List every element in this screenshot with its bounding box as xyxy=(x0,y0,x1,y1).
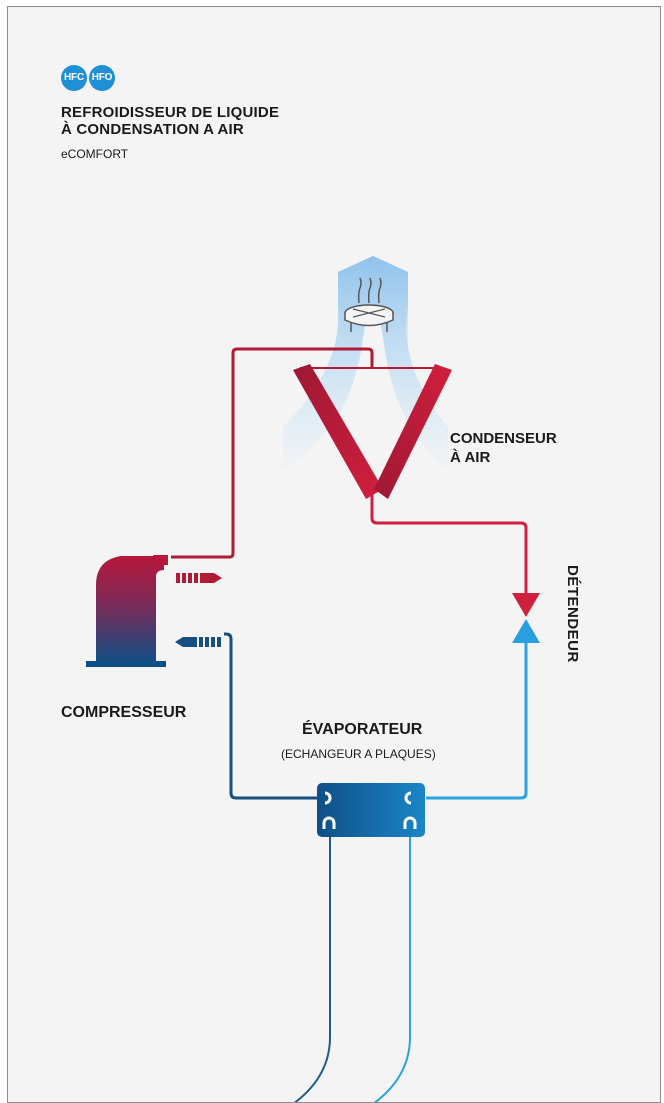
label-condenseur-line-2: À AIR xyxy=(450,449,491,466)
expansion-valve-icon xyxy=(512,593,540,643)
badge-hfc: HFC xyxy=(61,65,87,91)
label-evaporateur: ÉVAPORATEUR xyxy=(302,721,423,738)
label-compresseur: COMPRESSEUR xyxy=(61,704,187,721)
title-line-2: À CONDENSATION A AIR xyxy=(61,121,244,138)
suction-pipe xyxy=(224,632,322,800)
fan-icon xyxy=(344,277,394,332)
low-pressure-pipe xyxy=(426,643,528,800)
diagram-title: REFROIDISSEUR DE LIQUIDE À CONDENSATION … xyxy=(61,104,279,138)
water-inlet-pipe xyxy=(373,837,411,1102)
plate-heat-exchanger-icon xyxy=(317,783,425,837)
badge-hfo: HFO xyxy=(89,65,115,91)
condenser-coil-icon xyxy=(293,364,452,499)
liquid-pipe xyxy=(370,494,528,595)
label-condenseur: CONDENSEUR À AIR xyxy=(450,429,557,467)
label-condenseur-line-1: CONDENSEUR xyxy=(450,430,557,447)
diagram-frame: HFC HFO REFROIDISSEUR DE LIQUIDE À CONDE… xyxy=(7,6,661,1103)
air-flow xyxy=(283,256,448,469)
title-line-1: REFROIDISSEUR DE LIQUIDE xyxy=(61,104,280,121)
compressor-icon xyxy=(86,555,222,667)
water-outlet-pipe xyxy=(293,837,331,1102)
refrigeration-cycle-diagram xyxy=(86,256,540,1102)
diagram-subtitle: eCOMFORT xyxy=(61,147,129,161)
label-evaporateur-sub: (ECHANGEUR A PLAQUES) xyxy=(281,747,436,761)
discharge-pipe xyxy=(171,347,374,559)
label-detendeur: DÉTENDEUR xyxy=(564,565,581,663)
